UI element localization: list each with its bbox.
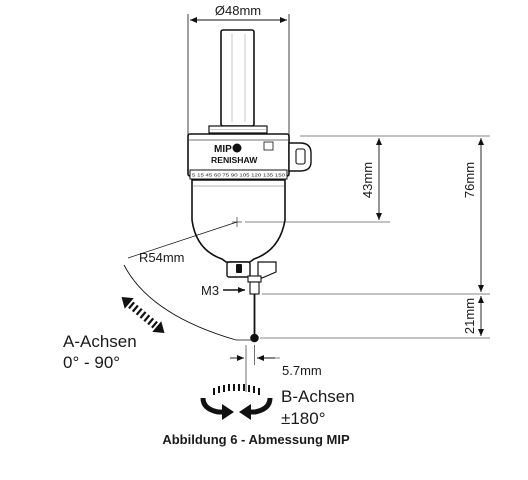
thread-label: M3 <box>201 283 219 298</box>
height-dimensions <box>245 135 490 339</box>
a-axis-title: A-Achsen <box>63 332 137 351</box>
renishaw-logo-icon <box>232 143 242 153</box>
radius-dimension: R54mm <box>123 221 254 341</box>
status-window-icon <box>263 141 274 151</box>
angle-scale: 5 15 45 60 75 90 105 120 135 150 <box>192 173 286 178</box>
model-label: MIP <box>214 144 232 155</box>
height-43-label: 43mm <box>360 162 375 198</box>
diameter-dimension: Ø48mm <box>187 3 290 135</box>
diameter-label: Ø48mm <box>215 3 261 18</box>
a-axis-rotation-icon <box>121 297 165 333</box>
thread-callout: M3 <box>201 283 245 298</box>
stylus-ball-icon <box>250 333 259 343</box>
probe-head: MIP RENISHAW 5 15 45 60 75 90 105 120 13… <box>187 133 312 263</box>
collar <box>208 125 268 134</box>
offset-label: 5.7mm <box>282 363 322 378</box>
offset-dimension: 5.7mm <box>230 345 322 392</box>
knuckle <box>226 261 277 343</box>
brand-label: RENISHAW <box>211 155 258 165</box>
b-axis-range: ±180° <box>281 409 326 428</box>
radius-label: R54mm <box>139 250 185 265</box>
b-axis-rotation-icon <box>200 384 273 420</box>
height-21-label: 21mm <box>462 298 477 334</box>
height-76-label: 76mm <box>462 162 477 198</box>
shank <box>220 29 255 127</box>
a-axis-range: 0° - 90° <box>63 353 120 372</box>
figure-caption: Abbildung 6 - Abmessung MIP <box>162 432 350 447</box>
b-axis-title: B-Achsen <box>281 387 355 406</box>
